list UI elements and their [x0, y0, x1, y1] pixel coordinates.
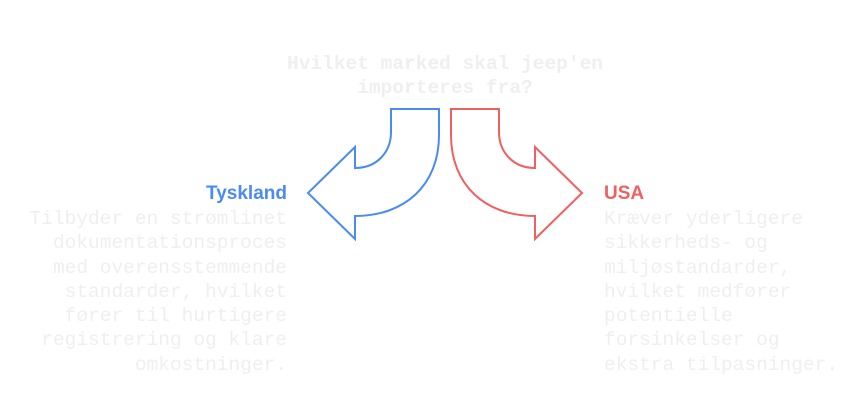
option-description-tyskland: Tilbyder en strømlinet dokumentationspro…	[29, 208, 287, 376]
option-heading-tyskland: Tyskland	[206, 183, 287, 204]
option-heading-usa: USA	[604, 183, 645, 204]
left-arrow-icon	[306, 108, 440, 242]
option-description-usa: Kræver yderligere sikkerheds- og miljøst…	[604, 208, 839, 376]
diagram-title: Hvilket marked skal jeep'en importeres f…	[287, 53, 603, 99]
right-arrow-icon	[450, 108, 584, 242]
